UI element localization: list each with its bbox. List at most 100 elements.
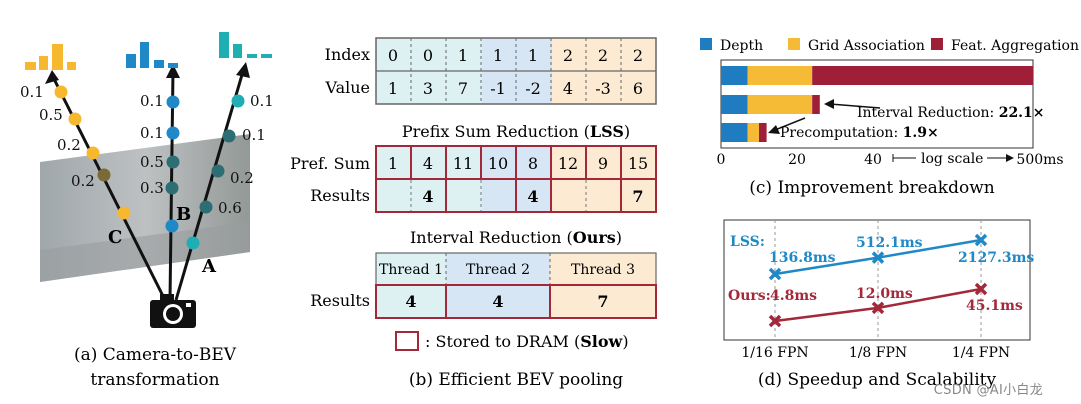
index-cell: 1	[458, 46, 468, 65]
x-tick: 20	[788, 152, 806, 168]
precomp-arrow	[774, 117, 806, 131]
lss-point-marker	[768, 267, 782, 281]
ours-result-cell: 4	[405, 292, 416, 311]
mid-prob-labels: 0.1 0.1 0.5 0.3	[140, 92, 164, 197]
ours-title: Interval Reduction (Ours)	[410, 228, 622, 247]
pref-sum-cell: 15	[628, 154, 648, 173]
pref-sum-cell: 4	[423, 154, 433, 173]
lss-data-labels: 136.8ms 512.1ms 2127.3ms	[769, 235, 1034, 266]
ours-point-label: 4.8ms	[770, 288, 817, 304]
left-ray-points	[54, 85, 131, 220]
thread-label: Thread 2	[466, 262, 530, 278]
ray-right	[174, 67, 246, 301]
right-prob-1: 0.1	[250, 92, 274, 110]
right-histogram	[219, 32, 272, 58]
right-prob-3: 0.2	[230, 169, 254, 187]
x-tick: 500ms	[1016, 152, 1063, 168]
value-cell: 3	[423, 79, 433, 98]
legend-grid-swatch	[788, 38, 800, 50]
bar-segment-depth	[721, 66, 748, 85]
dram-legend-text: : Stored to DRAM (Slow)	[425, 332, 629, 351]
ray-right-arrowhead	[236, 62, 250, 78]
lss-point-label: 136.8ms	[769, 250, 836, 266]
panel-a-caption-line2: transformation	[90, 370, 219, 390]
lss-results-row: 4 4 7	[422, 187, 643, 206]
bar-segment-grid-association	[747, 123, 759, 142]
right-prob-2: 0.1	[242, 126, 266, 144]
bar-segment-grid-association	[747, 66, 813, 85]
right-prob-labels: 0.1 0.1 0.2 0.6	[218, 92, 274, 217]
pref-sum-row: 1 4 11 10 8 12 9 15	[388, 154, 648, 173]
left-prob-3: 0.2	[57, 136, 81, 154]
index-cell: 2	[598, 46, 608, 65]
label-B: B	[176, 204, 191, 225]
ours-point-marker	[768, 314, 782, 328]
panel-b-caption: (b) Efficient BEV pooling	[409, 370, 623, 390]
pref-sum-cell: 12	[558, 154, 578, 173]
x-tick: 1/16 FPN	[741, 345, 808, 361]
dram-legend-swatch	[395, 331, 419, 351]
x-tick: 40	[864, 152, 882, 168]
index-cell: 2	[633, 46, 643, 65]
lss-result-cell: 4	[527, 187, 538, 206]
bar-segment-depth	[721, 95, 748, 114]
ours-result-cell: 4	[492, 292, 503, 311]
ours-point-marker	[974, 282, 988, 296]
log-scale-marker: log scale	[892, 151, 1014, 167]
index-cell: 2	[563, 46, 573, 65]
value-cell: -3	[595, 79, 611, 98]
scalability-lines	[768, 233, 988, 328]
mid-prob-2: 0.1	[140, 124, 164, 142]
camera-icon	[150, 294, 196, 328]
legend-depth: Depth	[720, 38, 763, 54]
lss-point-marker	[871, 251, 885, 264]
interval-arrow	[829, 103, 881, 109]
ray-left	[50, 74, 167, 301]
breakdown-bars	[721, 66, 1033, 142]
lss-point-label: 2127.3ms	[958, 250, 1034, 266]
value-cell: 4	[563, 79, 573, 98]
ours-point-label: 45.1ms	[966, 298, 1023, 314]
ours-results-row: 4 4 7	[405, 292, 608, 311]
right-ray-points	[186, 94, 245, 250]
lss-series-label: LSS:	[730, 234, 765, 250]
bar-segment-feat-aggregation	[812, 95, 820, 114]
left-prob-labels: 0.1 0.5 0.2 0.2	[20, 83, 95, 190]
image-road-region	[40, 222, 250, 282]
value-cell: 6	[633, 79, 643, 98]
x-tick: 1/8 FPN	[849, 345, 907, 361]
bar-segment-feat-aggregation	[759, 123, 767, 142]
value-cell: 1	[388, 79, 398, 98]
value-cell: -1	[490, 79, 506, 98]
value-cell: -2	[525, 79, 541, 98]
ours-data-labels: 4.8ms 12.0ms 45.1ms	[770, 286, 1023, 314]
value-cell: 7	[458, 79, 468, 98]
ours-result-cell: 7	[597, 292, 608, 311]
thread-label: Thread 3	[571, 262, 635, 278]
watermark: CSDN @AI小白龙	[933, 383, 1043, 398]
mid-prob-1: 0.1	[140, 92, 164, 110]
panel-c: Depth Grid Association Feat. Aggregation…	[700, 38, 1079, 198]
index-cell: 1	[528, 46, 538, 65]
results-label-lss: Results	[310, 186, 370, 205]
label-A: A	[201, 256, 217, 277]
scalability-plot-frame	[723, 219, 1031, 341]
pref-sum-label: Pref. Sum	[290, 154, 370, 173]
panel-b: Index Value 0 0 1 1 1 2 2 2 1 3 7 -1 -2 …	[290, 37, 657, 390]
index-cell: 0	[388, 46, 398, 65]
ours-series-label: Ours:	[728, 288, 771, 304]
right-prob-4: 0.6	[218, 199, 242, 217]
ray-left-arrowhead	[45, 70, 59, 84]
thread-labels: Thread 1 Thread 2 Thread 3	[379, 262, 635, 278]
panel-d-caption: (d) Speedup and Scalability	[758, 370, 997, 390]
precomp-annotation: Precomputation: 1.9×	[780, 125, 939, 141]
interval-annotation: Interval Reduction: 22.1×	[857, 105, 1045, 121]
panel-a: 0.1 0.5 0.2 0.2 0.1 0.1 0.5 0.3 0.1 0.1 …	[20, 32, 274, 390]
panel-d: LSS: Ours: 136.8ms 512.1ms 2127.3ms 4.8m…	[723, 219, 1034, 390]
panel-a-caption-line1: (a) Camera-to-BEV	[74, 345, 237, 365]
lss-point-label: 512.1ms	[856, 235, 923, 251]
pref-sum-cell: 10	[488, 154, 508, 173]
lss-result-cell: 7	[632, 187, 643, 206]
scalability-x-ticks: 1/16 FPN 1/8 FPN 1/4 FPN	[741, 345, 1010, 361]
